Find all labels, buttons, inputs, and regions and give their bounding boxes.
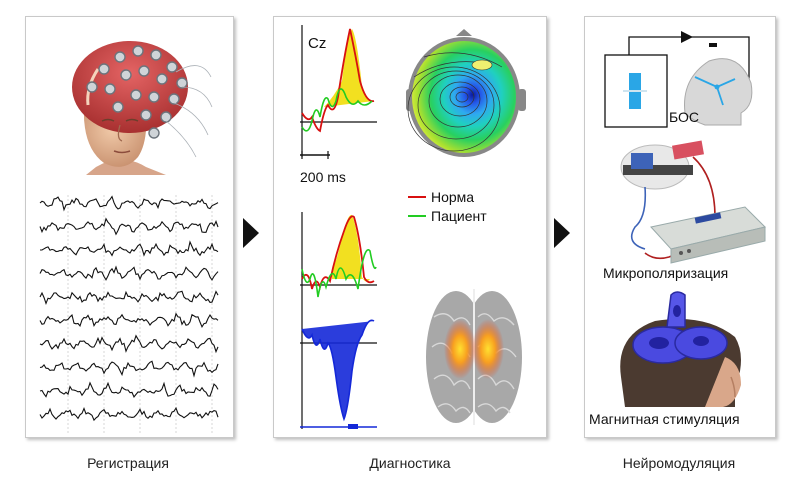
caption-diagnostics: Диагностика bbox=[369, 455, 451, 471]
micropolarization-label: Микрополяризация bbox=[603, 265, 729, 281]
eeg-traces bbox=[39, 195, 219, 434]
tdcs-device bbox=[620, 140, 766, 264]
channel-label: Cz bbox=[308, 35, 327, 52]
scalp-topomap bbox=[406, 29, 526, 157]
eeg-trace bbox=[39, 312, 219, 328]
neuromodulation-panel: БОС Микрополяризация Магнитная стимуляци… bbox=[584, 16, 776, 438]
caption-registration: Регистрация bbox=[87, 455, 169, 471]
biofeedback-label: БОС bbox=[669, 109, 700, 125]
eeg-trace bbox=[39, 381, 219, 398]
eeg-trace bbox=[39, 360, 219, 378]
eeg-trace bbox=[40, 240, 219, 257]
time-scale-label: 200 ms bbox=[300, 169, 346, 185]
erp-waveform-chart bbox=[300, 25, 426, 429]
arrow-right-icon bbox=[243, 218, 259, 248]
eeg-trace bbox=[39, 334, 219, 354]
legend-norm-label: Норма bbox=[431, 189, 475, 205]
eeg-trace bbox=[39, 195, 219, 212]
caption-neuromodulation: Нейромодуляция bbox=[622, 455, 736, 471]
brain-activation-map bbox=[426, 289, 522, 425]
eeg-cap-head-image bbox=[72, 41, 213, 175]
arrow-right-icon bbox=[554, 218, 570, 248]
electrode-group bbox=[86, 45, 188, 139]
eeg-trace bbox=[39, 217, 219, 236]
magnetic-stimulation-label: Магнитная стимуляция bbox=[589, 411, 740, 427]
eeg-trace bbox=[39, 290, 219, 306]
tms-coil-icon bbox=[632, 291, 728, 364]
tms-coil-head bbox=[620, 291, 741, 407]
biofeedback-device bbox=[604, 31, 753, 128]
registration-panel bbox=[25, 16, 234, 438]
eeg-trace bbox=[39, 406, 219, 422]
eeg-trace bbox=[39, 265, 219, 281]
legend-patient-label: Пациент bbox=[431, 208, 487, 224]
diagnostics-panel: Cz 200 ms Норма Пациент bbox=[273, 16, 547, 438]
